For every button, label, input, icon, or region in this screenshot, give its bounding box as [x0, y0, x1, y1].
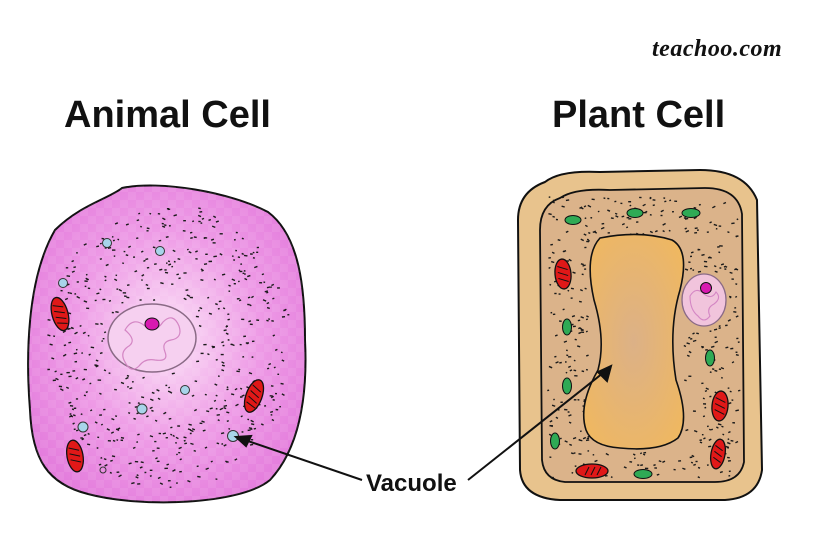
mitochondrion-icon — [711, 390, 729, 422]
watermark: teachoo.com — [652, 36, 783, 62]
mitochondrion-icon — [709, 438, 727, 470]
chloroplast-icon — [550, 208, 715, 479]
plant-cell — [516, 168, 764, 501]
mitochondrion-icon — [50, 296, 70, 332]
vacuole-label: Vacuole — [366, 470, 457, 497]
plant-nucleus — [681, 273, 727, 327]
mitochondrion-icon — [554, 258, 572, 290]
animal-cytoplasm-granules — [47, 207, 290, 489]
mitochondrion-icon — [243, 379, 265, 413]
mitochondrion-icon — [65, 439, 85, 473]
central-vacuole — [582, 233, 685, 450]
plant-cell-title: Plant Cell — [552, 94, 726, 136]
mitochondrion-icon — [575, 463, 609, 479]
animal-cell — [27, 184, 307, 504]
vacuole-icon — [58, 238, 239, 474]
animal-cell-title: Animal Cell — [64, 94, 271, 136]
animal-nucleus — [107, 303, 197, 373]
vacuole-pointer-arrows — [233, 364, 613, 481]
